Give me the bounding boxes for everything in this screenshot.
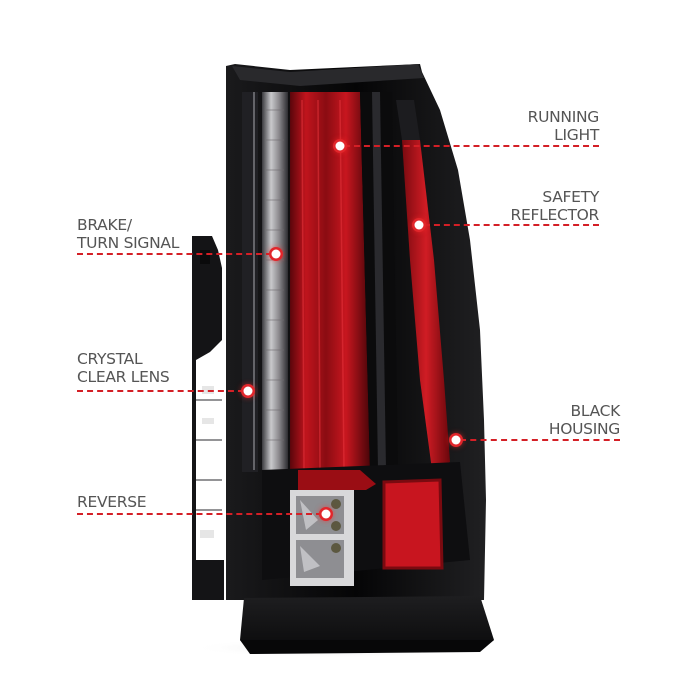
callout-label-running-light: RUNNING LIGHT [527, 108, 600, 144]
callout-line1: BRAKE/ [77, 216, 132, 234]
callout-line2: LIGHT [554, 126, 599, 144]
callout-line2: CLEAR LENS [77, 368, 170, 386]
callout-marker-black-housing [451, 435, 461, 445]
callout-leader-black-housing [460, 439, 620, 441]
callout-leader-crystal-clear-lens [77, 390, 244, 392]
callout-label-reverse: REVERSE [77, 493, 147, 511]
callout-leader-safety-reflector [424, 224, 599, 226]
callout-line1: SAFETY [542, 188, 599, 206]
callout-label-black-housing: BLACK HOUSING [549, 402, 620, 438]
callout-label-brake-turn-signal: BRAKE/ TURN SIGNAL [77, 216, 179, 252]
callout-marker-running-light [335, 141, 345, 151]
callout-line1: BLACK [570, 402, 621, 420]
callout-line2: REFLECTOR [510, 206, 600, 224]
callout-marker-safety-reflector [414, 220, 424, 230]
callout-marker-brake-turn-signal [271, 249, 281, 259]
callout-label-crystal-clear-lens: CRYSTAL CLEAR LENS [77, 350, 170, 386]
callout-line1: REVERSE [77, 493, 147, 511]
callout-marker-reverse [321, 509, 331, 519]
callout-leader-brake-turn-signal [77, 253, 272, 255]
callout-leader-reverse [77, 513, 322, 515]
callout-label-safety-reflector: SAFETY REFLECTOR [510, 188, 600, 224]
callout-line1: CRYSTAL [77, 350, 143, 368]
callout-marker-crystal-clear-lens [243, 386, 253, 396]
callout-line1: RUNNING [527, 108, 600, 126]
callout-leader-running-light [344, 145, 599, 147]
callout-line2: TURN SIGNAL [77, 234, 180, 252]
callout-line2: HOUSING [548, 420, 620, 438]
